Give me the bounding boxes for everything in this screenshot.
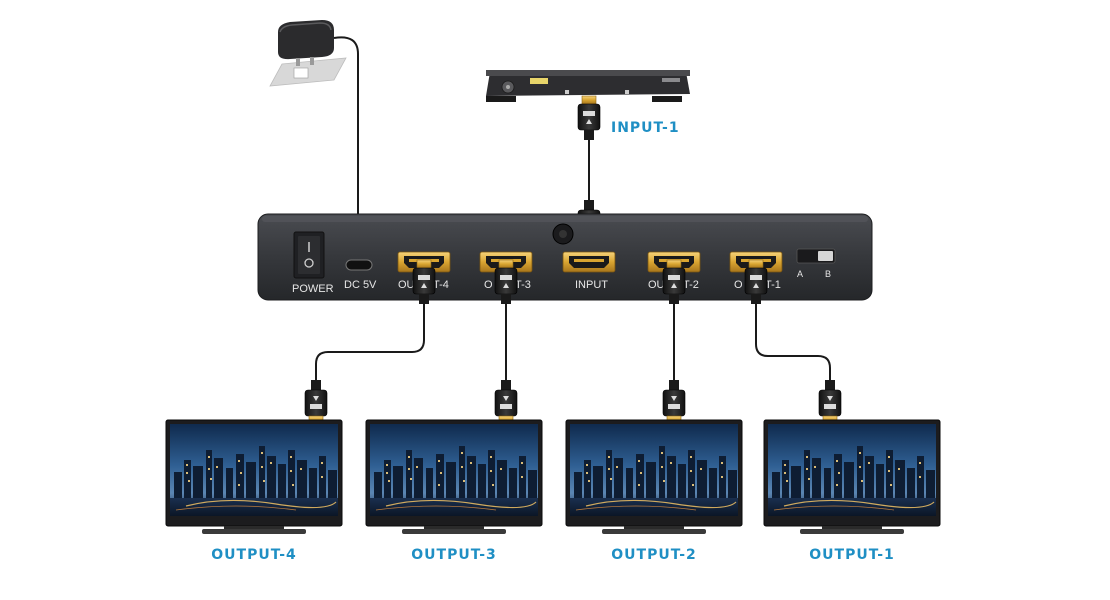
switch-b-label: B <box>825 269 831 279</box>
output-1-cable <box>755 304 831 380</box>
output-2-label: OUTPUT-2 <box>611 547 697 563</box>
input-port-label: INPUT <box>575 279 608 291</box>
output-4-port-label-right: T-4 <box>433 279 449 291</box>
output-4-tv-plug <box>304 379 328 425</box>
switch-a-label: A <box>797 269 803 279</box>
tv-output-3 <box>365 419 543 535</box>
output-1-port-label-right: T-1 <box>765 279 781 291</box>
ir-sensor-icon <box>552 223 574 245</box>
ab-mode-switch[interactable] <box>796 248 836 264</box>
output-2-port-label-left: OU <box>648 279 665 291</box>
output-4-port-label-left: OU <box>398 279 415 291</box>
output-1-port-label-left: O <box>734 279 743 291</box>
tv-output-2 <box>565 419 743 535</box>
tv-output-1 <box>763 419 941 535</box>
output-4-label: OUTPUT-4 <box>211 547 297 563</box>
input-1-label: INPUT-1 <box>611 120 680 136</box>
power-adapter-icon <box>269 20 347 87</box>
input-port[interactable] <box>562 251 616 273</box>
output-2-port-label-right: T-2 <box>683 279 699 291</box>
output-3-label: OUTPUT-3 <box>411 547 497 563</box>
output-3-tv-plug <box>494 379 518 425</box>
output-3-port-label-left: O <box>484 279 493 291</box>
output-2-tv-plug <box>662 379 686 425</box>
dc-port[interactable] <box>345 259 373 271</box>
output-1-tv-plug <box>818 379 842 425</box>
output-3-port-label-right: T-3 <box>515 279 531 291</box>
dc-label: DC 5V <box>344 279 377 291</box>
output-4-cable <box>315 304 425 380</box>
dvd-player-icon <box>486 70 690 102</box>
input-hdmi-plug-top <box>577 95 601 141</box>
power-label: POWER <box>292 283 334 295</box>
output-1-label: OUTPUT-1 <box>809 547 895 563</box>
power-switch[interactable] <box>293 231 325 279</box>
power-cable <box>333 36 359 226</box>
tv-output-4 <box>165 419 343 535</box>
